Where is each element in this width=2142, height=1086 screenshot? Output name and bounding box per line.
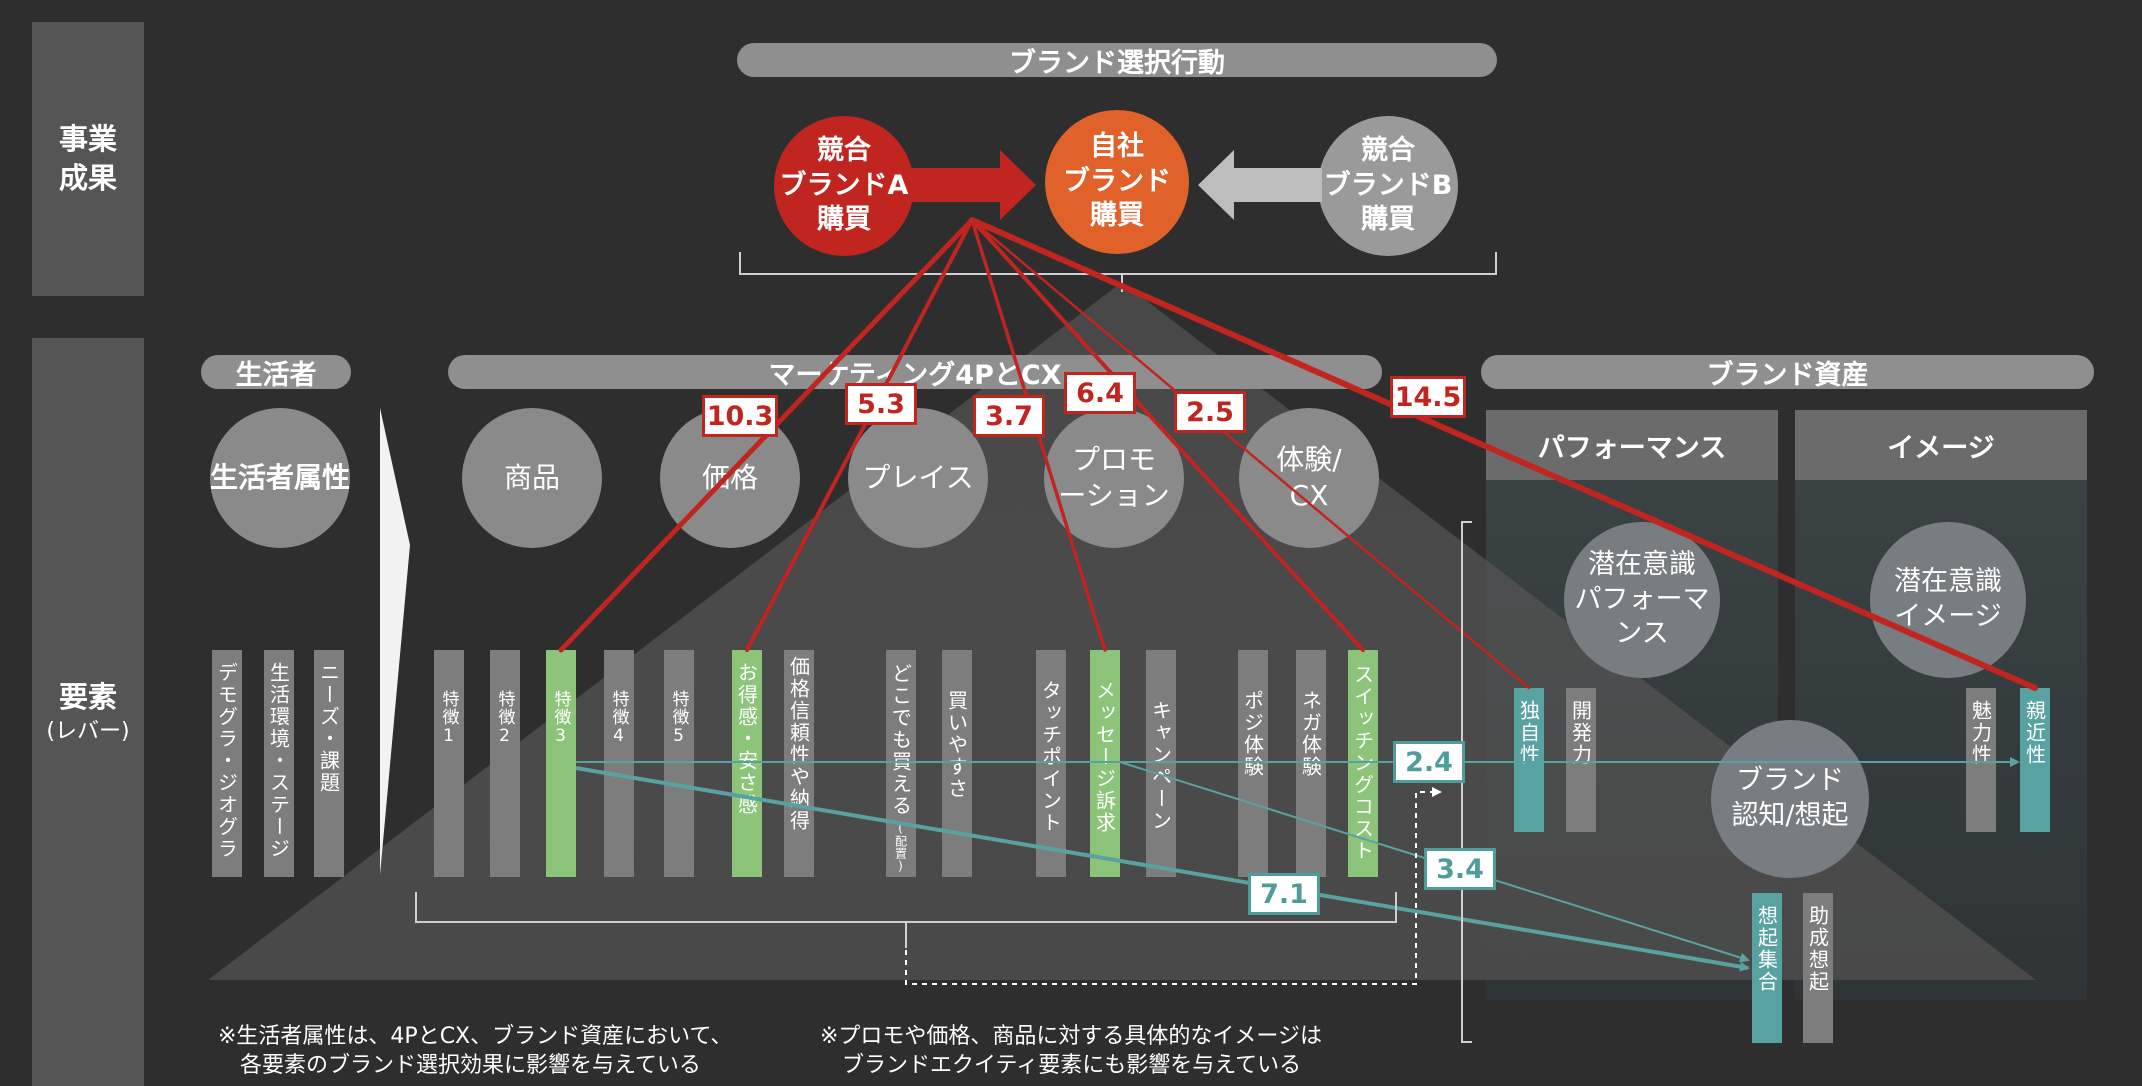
header-performance: パフォーマンス: [1486, 410, 1778, 480]
experience-circle: 体験/ CX: [1239, 408, 1379, 548]
value-teal-right: 3.4: [1424, 848, 1496, 890]
bar-attractiveness: 魅力性: [1966, 688, 1996, 832]
value-brand-asset: 14.5: [1390, 376, 1466, 418]
bar-life-stage: 生活環境・ステージ: [264, 650, 294, 877]
competitor-a-circle: 競合 ブランドA 購買: [774, 116, 914, 256]
bar-feature-4: 特徴4: [604, 650, 634, 877]
value-teal-upper: 2.4: [1393, 741, 1465, 783]
value-promotion: 6.4: [1064, 372, 1136, 414]
bar-switching-cost: スイッチングコスト: [1348, 650, 1378, 877]
value-teal-lower: 7.1: [1248, 873, 1320, 915]
bar-price-trust: 価格信頼性や納得: [784, 650, 814, 877]
bar-development: 開発力: [1566, 688, 1596, 832]
value-experience: 2.5: [1174, 391, 1246, 433]
side-label-elements: 要素 (レバー): [32, 338, 144, 1086]
bar-familiarity: 親近性: [2020, 688, 2050, 832]
section-brand-assets: ブランド資産: [1481, 355, 2094, 391]
latent-image-circle: 潜在意識 イメージ: [1870, 522, 2026, 678]
bar-feature-3: 特徴3: [546, 650, 576, 877]
place-circle: プレイス: [848, 408, 988, 548]
value-product: 10.3: [702, 395, 778, 437]
bar-feature-1: 特徴1: [434, 650, 464, 877]
bar-recall-set: 想起集合: [1752, 893, 1782, 1043]
consumer-attribute-circle: 生活者属性: [210, 408, 350, 548]
section-consumer: 生活者: [201, 355, 351, 391]
bar-feature-5: 特徴5: [664, 650, 694, 877]
bar-value-feel: お得感・安さ感: [732, 650, 762, 877]
side-label-elements-sub: (レバー): [46, 718, 130, 744]
note-right: ※プロモや価格、商品に対する具体的なイメージは ブランドエクイティ要素にも影響を…: [820, 1024, 1322, 1079]
note-left: ※生活者属性は、4PとCX、ブランド資産において、 各要素のブランド選択効果に影…: [218, 1024, 733, 1079]
bar-demographics: デモグラ・ジオグラ: [212, 650, 242, 877]
bar-campaign: キャンペーン: [1146, 650, 1176, 877]
bar-message-appeal: メッセージ訴求: [1090, 650, 1120, 877]
side-label-business: 事業 成果: [32, 22, 144, 296]
bar-needs: ニーズ・課題: [314, 650, 344, 877]
value-place: 3.7: [973, 395, 1045, 437]
bar-negative-experience: ネガ体験: [1296, 650, 1326, 877]
own-brand-circle: 自社 ブランド 購買: [1045, 110, 1189, 254]
competitor-b-circle: 競合 ブランドB 購買: [1318, 116, 1458, 256]
promotion-circle: プロモ ーション: [1044, 408, 1184, 548]
product-circle: 商品: [462, 408, 602, 548]
bar-uniqueness: 独自性: [1514, 688, 1544, 832]
value-price: 5.3: [845, 383, 917, 425]
bar-available-everywhere: どこでも買える (配置): [886, 650, 916, 877]
latent-performance-circle: 潜在意識 パフォーマンス: [1564, 522, 1720, 678]
section-brand-choice: ブランド選択行動: [737, 43, 1497, 79]
bar-aided-recall: 助成想起: [1803, 893, 1833, 1043]
bar-touchpoint: タッチポイント: [1036, 650, 1066, 877]
header-image: イメージ: [1795, 410, 2087, 480]
brand-awareness-circle: ブランド 認知/想起: [1711, 720, 1869, 878]
bar-positive-experience: ポジ体験: [1238, 650, 1268, 877]
bar-feature-2: 特徴2: [490, 650, 520, 877]
bar-placement-note: (配置): [893, 820, 908, 873]
bar-ease-of-purchase: 買いやすさ: [942, 650, 972, 877]
left-chevron: [380, 408, 410, 875]
